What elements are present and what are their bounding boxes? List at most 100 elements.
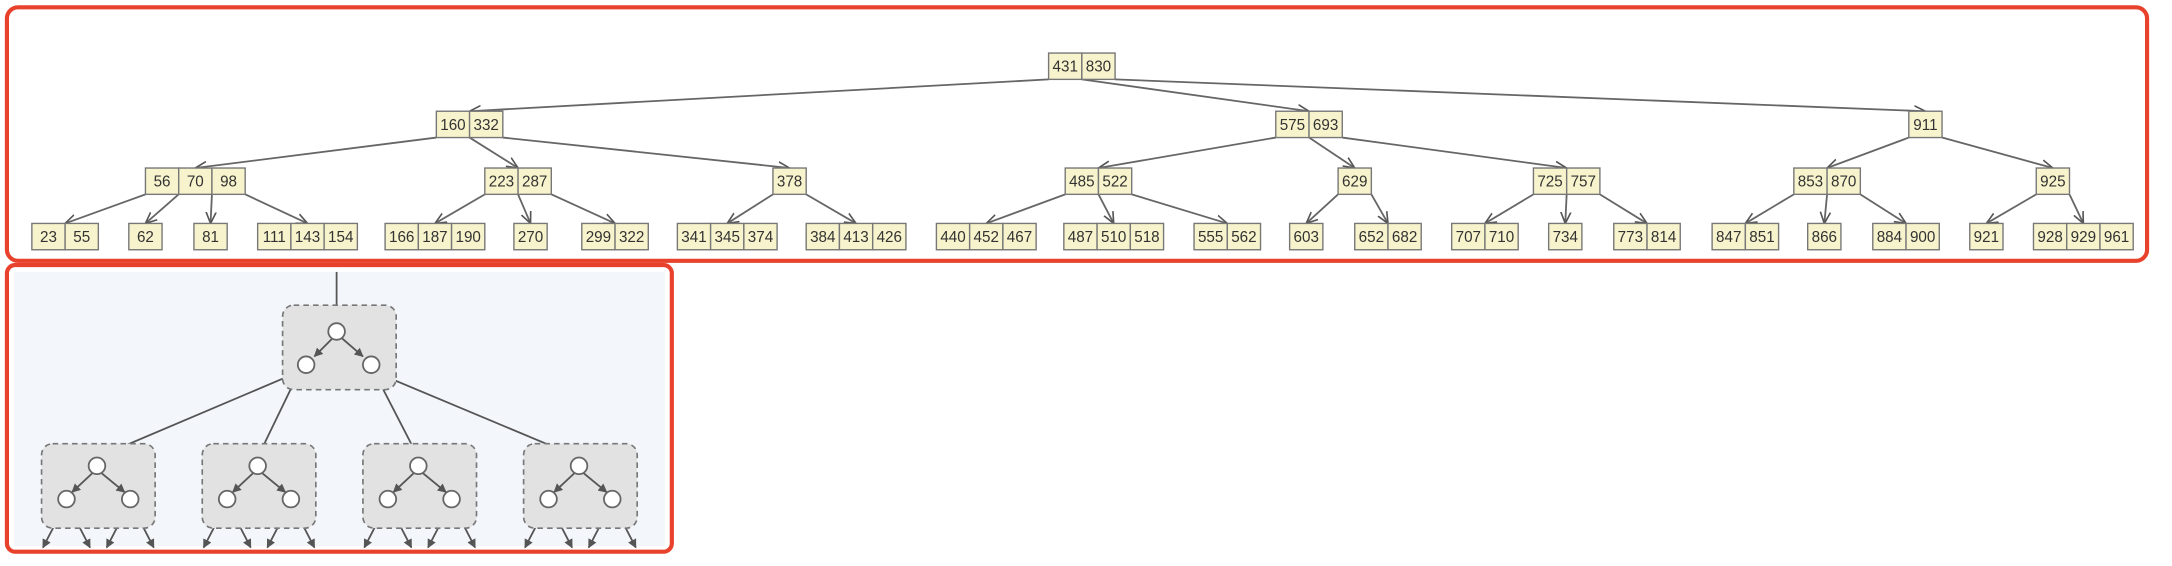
btree-edge bbox=[502, 136, 790, 168]
key-label: 884 bbox=[1877, 229, 1903, 246]
btree-node: 431 830 bbox=[1047, 52, 1116, 81]
key-cell bbox=[435, 110, 471, 139]
tree-edge bbox=[313, 337, 334, 358]
tree-node-circle bbox=[378, 489, 398, 509]
bottom-block bbox=[362, 442, 478, 530]
key-cell bbox=[1646, 222, 1681, 251]
key-label: 322 bbox=[619, 229, 644, 246]
tree-edge bbox=[341, 337, 364, 358]
key-label: 725 bbox=[1537, 174, 1562, 191]
key-label: 555 bbox=[1198, 229, 1223, 246]
key-cell bbox=[2035, 167, 2071, 196]
key-label: 190 bbox=[455, 229, 480, 246]
key-label: 81 bbox=[202, 229, 219, 246]
btree-edge bbox=[1986, 193, 2037, 223]
bottom-block bbox=[201, 442, 317, 530]
btree-node: 270 bbox=[513, 222, 548, 251]
tree-edge bbox=[553, 472, 576, 493]
key-cell bbox=[1826, 167, 1862, 196]
key-label: 652 bbox=[1359, 229, 1384, 246]
key-cell bbox=[1532, 167, 1568, 196]
btree-node: 866 bbox=[1806, 222, 1842, 251]
key-label: 773 bbox=[1618, 229, 1643, 246]
btree-node: 378 bbox=[772, 167, 807, 196]
key-label: 431 bbox=[1053, 59, 1078, 76]
key-label: 111 bbox=[263, 229, 286, 246]
btree-edge bbox=[1306, 193, 1339, 223]
tree-node-circle bbox=[409, 456, 428, 476]
key-label: 440 bbox=[940, 229, 965, 246]
key-label: 384 bbox=[810, 229, 836, 246]
btree-edge bbox=[1745, 193, 1795, 223]
key-cell bbox=[31, 222, 66, 251]
btree-edge bbox=[145, 193, 180, 223]
btree-edge bbox=[1859, 193, 1906, 223]
bottom-block bbox=[40, 442, 156, 530]
key-cell bbox=[581, 222, 616, 251]
key-label: 710 bbox=[1489, 229, 1514, 246]
tree-edge bbox=[261, 472, 287, 493]
key-cell bbox=[1063, 222, 1098, 251]
key-cell bbox=[1097, 167, 1133, 196]
node-group-box bbox=[522, 442, 639, 530]
btree-node: 773 814 bbox=[1613, 222, 1681, 251]
tree-edge bbox=[100, 472, 126, 493]
btree-edge bbox=[435, 193, 486, 223]
key-cell bbox=[1547, 222, 1583, 251]
key-cell bbox=[1806, 222, 1842, 251]
node-group-box bbox=[362, 442, 478, 530]
tree-node-circle bbox=[327, 322, 346, 341]
tree-edge bbox=[71, 472, 94, 493]
tree-edge bbox=[392, 472, 415, 493]
tree-node-circle bbox=[87, 456, 107, 476]
key-label: 847 bbox=[1716, 229, 1741, 246]
btree-node: 384 413 426 bbox=[805, 222, 907, 251]
key-label: 518 bbox=[1134, 229, 1159, 246]
key-label: 143 bbox=[295, 229, 320, 246]
key-label: 345 bbox=[715, 229, 740, 246]
key-label: 734 bbox=[1553, 229, 1579, 246]
key-label: 522 bbox=[1102, 174, 1127, 191]
key-cell bbox=[256, 222, 292, 251]
tree-node-circle bbox=[281, 489, 301, 509]
key-label: 814 bbox=[1651, 229, 1677, 246]
key-label: 485 bbox=[1069, 174, 1094, 191]
key-cell bbox=[513, 222, 548, 251]
key-cell bbox=[709, 222, 745, 251]
key-cell bbox=[1905, 222, 1940, 251]
key-cell bbox=[871, 222, 907, 251]
btree-node: 62 bbox=[128, 222, 163, 251]
tree-node-circle bbox=[248, 456, 267, 476]
key-label: 223 bbox=[489, 174, 514, 191]
key-label: 413 bbox=[843, 229, 868, 246]
key-cell bbox=[2066, 222, 2101, 251]
key-cell bbox=[1129, 222, 1165, 251]
key-label: 270 bbox=[518, 229, 543, 246]
key-label: 961 bbox=[2104, 229, 2129, 246]
key-label: 426 bbox=[877, 229, 902, 246]
key-cell bbox=[211, 167, 246, 196]
btree-edge bbox=[469, 136, 518, 168]
key-cell bbox=[1047, 52, 1083, 81]
key-label: 830 bbox=[1086, 59, 1111, 76]
tree-node-circle bbox=[442, 489, 461, 509]
key-label: 929 bbox=[2071, 229, 2096, 246]
key-label: 287 bbox=[522, 174, 547, 191]
tree-node-circle bbox=[603, 489, 622, 509]
highlight-box-blocks bbox=[4, 262, 674, 554]
tree-node-circle bbox=[296, 355, 316, 374]
key-cell bbox=[1002, 222, 1037, 251]
btree-edge bbox=[211, 194, 212, 223]
key-cell bbox=[1711, 222, 1747, 251]
